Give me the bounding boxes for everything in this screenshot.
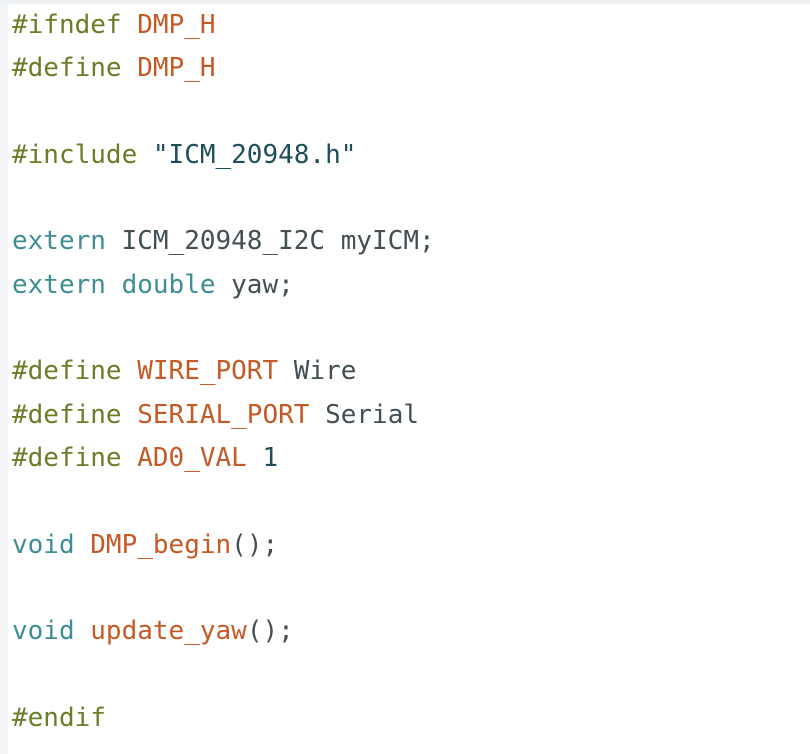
code-token-ident	[75, 530, 91, 560]
code-token-ident	[75, 616, 91, 646]
code-token-punct: ();	[231, 529, 279, 560]
code-token-macro: AD0_VAL	[137, 442, 247, 473]
code-token-macro: DMP_H	[137, 53, 216, 84]
code-token-ident: ICM_20948_I2C myICM	[105, 226, 419, 257]
code-token-func: DMP_begin	[90, 529, 232, 560]
code-line[interactable]	[12, 307, 435, 350]
code-line[interactable]: #include "ICM_20948.h"	[12, 134, 435, 177]
code-line[interactable]	[12, 480, 435, 523]
code-token-preproc: #define	[12, 442, 122, 473]
code-line[interactable]	[12, 653, 435, 696]
code-token-preproc: #define	[12, 53, 122, 84]
code-token-ident	[122, 443, 138, 473]
code-text-area[interactable]: #ifndef DMP_H#define DMP_H#include "ICM_…	[12, 4, 435, 740]
code-token-ident: Serial	[309, 399, 419, 430]
code-line[interactable]: extern ICM_20948_I2C myICM;	[12, 220, 435, 263]
code-token-preproc: #define	[12, 399, 122, 430]
code-line[interactable]: void update_yaw();	[12, 610, 435, 653]
code-token-punct: ;	[419, 226, 435, 257]
code-token-macro: SERIAL_PORT	[137, 399, 310, 430]
code-token-ident: yaw	[215, 269, 279, 300]
code-token-preproc: #define	[12, 356, 122, 387]
code-line[interactable]: #define AD0_VAL 1	[12, 437, 435, 480]
code-line[interactable]: #define DMP_H	[12, 47, 435, 90]
code-token-func: update_yaw	[90, 616, 247, 647]
code-token-ident: Wire	[278, 356, 357, 387]
code-line[interactable]: #ifndef DMP_H	[12, 4, 435, 47]
code-token-preproc: #include	[12, 139, 138, 170]
code-line[interactable]: #endif	[12, 697, 435, 740]
code-line[interactable]: #define SERIAL_PORT Serial	[12, 394, 435, 437]
code-token-keyword: extern	[12, 269, 106, 300]
code-line[interactable]: #define WIRE_PORT Wire	[12, 350, 435, 393]
code-line[interactable]: extern double yaw;	[12, 264, 435, 307]
code-token-punct: ;	[278, 269, 294, 300]
code-line[interactable]: void DMP_begin();	[12, 524, 435, 567]
code-token-number: 1	[262, 442, 279, 473]
code-token-ident	[247, 443, 263, 473]
code-line[interactable]	[12, 567, 435, 610]
code-token-ident	[106, 270, 122, 300]
code-line[interactable]	[12, 91, 435, 134]
code-token-ident	[122, 10, 138, 40]
code-token-keyword: double	[121, 269, 216, 300]
code-line[interactable]	[12, 177, 435, 220]
code-token-keyword: extern	[12, 226, 106, 257]
code-token-ident	[122, 53, 138, 83]
code-token-keyword: void	[12, 529, 75, 560]
code-token-macro: WIRE_PORT	[137, 356, 279, 387]
code-token-macro: DMP_H	[137, 10, 216, 40]
code-token-ident	[137, 140, 153, 170]
code-token-ident	[122, 356, 138, 386]
code-token-string: "ICM_20948.h"	[152, 139, 357, 170]
code-token-preproc: #endif	[12, 702, 106, 733]
code-token-keyword: void	[12, 616, 75, 647]
code-token-punct: ();	[246, 616, 294, 647]
code-token-preproc: #ifndef	[12, 10, 122, 40]
code-token-ident	[122, 400, 138, 430]
